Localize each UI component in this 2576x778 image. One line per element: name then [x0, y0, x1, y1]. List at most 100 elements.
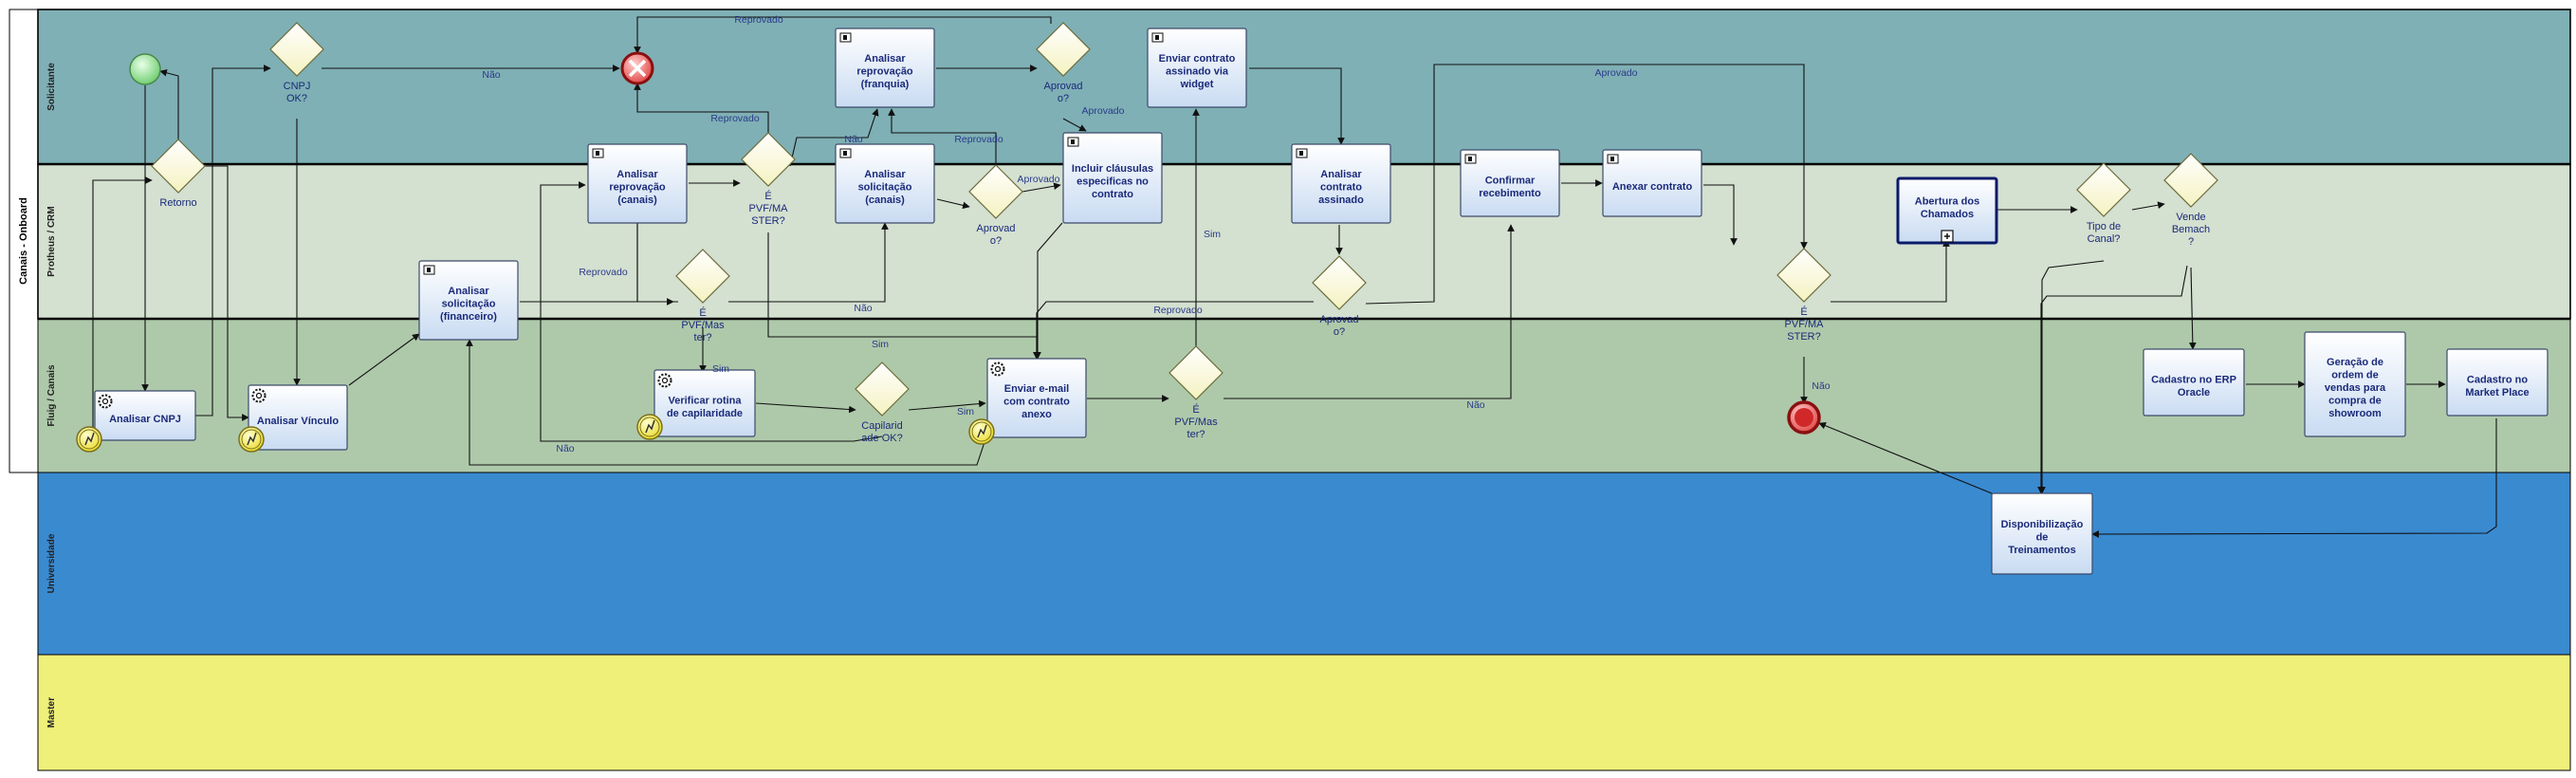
flow-sol-canais-to-aprovado2: [936, 198, 970, 210]
task-label: solicitação: [858, 182, 912, 194]
flow-retorno-to-vinculo: [201, 165, 249, 421]
task-label: showroom: [2328, 408, 2382, 419]
task-label: Analisar: [864, 169, 906, 180]
flow-market-to-disponibilizacao: [2091, 418, 2497, 538]
gateway-label: Retorno: [159, 197, 196, 209]
gear-icon: [657, 373, 672, 388]
task-label: Analisar: [1320, 169, 1362, 180]
gateway-label: ?: [2188, 236, 2194, 248]
gateway-label: PVF/Mas: [681, 320, 725, 331]
end-event[interactable]: [1787, 400, 1821, 435]
task-label: reprovação: [856, 66, 913, 78]
gateway-label: OK?: [286, 93, 307, 104]
task-label: ordem de: [2331, 370, 2379, 381]
gateway-label: o?: [990, 235, 1002, 247]
timer-boundary-icon[interactable]: [636, 414, 663, 440]
task-label: compra de: [2328, 396, 2382, 407]
edge-label: Aprovado: [1018, 174, 1060, 185]
gateway-aprovado3[interactable]: Aprovado?: [1312, 255, 1367, 338]
flow-aprovado2-reprovado-to-franquia: [888, 108, 997, 166]
flow-vinculo-to-fin: [348, 333, 420, 386]
task-label: de capilaridade: [667, 408, 743, 419]
gateway-label: STER?: [751, 215, 784, 227]
gateway-label: ter?: [694, 332, 712, 343]
flow-retorno-to-start: [159, 69, 179, 152]
edge-label: Não: [556, 443, 574, 454]
flow-email-nao-back-to-fin: [466, 339, 987, 466]
edge-label: Sim: [712, 363, 729, 375]
edge-label: Não: [482, 69, 500, 81]
task-label: recebimento: [1479, 188, 1541, 199]
task-label: widget: [1180, 79, 1214, 90]
edge-label: Reprovado: [734, 14, 783, 26]
task-label: Verificar rotina: [668, 395, 742, 406]
gateway-label: Aprovad: [1044, 81, 1083, 92]
task-label: contrato: [1320, 182, 1362, 194]
task-anexar-contrato[interactable]: Anexar contrato: [1602, 149, 1702, 217]
user-task-icon: [592, 148, 604, 158]
timer-boundary-icon[interactable]: [76, 426, 102, 453]
user-task-icon: [1067, 137, 1079, 147]
edge-label: Reprovado: [954, 134, 1003, 145]
task-label: Anexar contrato: [1612, 181, 1693, 193]
flow-pvf4-sim-to-abertura: [1831, 239, 1950, 303]
flow-vende-to-erp: [2188, 267, 2197, 350]
edge-label: Não: [1812, 380, 1830, 392]
gateway-label: Vende: [2176, 212, 2205, 223]
timer-boundary-icon[interactable]: [238, 426, 265, 453]
lane-label-master: Master: [46, 697, 57, 728]
task-label: assinado: [1318, 194, 1364, 206]
edge-label: Reprovado: [1153, 305, 1203, 316]
gateway-retorno[interactable]: Retorno: [151, 139, 206, 209]
edge-label: Aprovado: [1082, 105, 1125, 117]
task-label: especificas no: [1076, 176, 1149, 188]
task-label: contrato: [1092, 189, 1133, 200]
edge-label: Não: [854, 303, 872, 314]
gateway-label: o?: [1058, 93, 1069, 104]
edge-label: Não: [1466, 399, 1484, 411]
flow-disponibilizacao-to-end: [1818, 422, 1993, 494]
task-label: anexo: [1021, 409, 1052, 420]
gateway-aprovado2[interactable]: Aprovado?: [968, 164, 1023, 247]
timer-boundary-icon[interactable]: [968, 418, 995, 445]
user-task-icon: [423, 265, 435, 275]
edge-label: Reprovado: [710, 113, 760, 124]
start-event[interactable]: [129, 53, 161, 85]
boundary-events: [76, 414, 995, 453]
flow-cap-nao-to-fin: [540, 181, 883, 442]
error-end-event[interactable]: [620, 51, 654, 85]
task-analisar-vinculo[interactable]: Analisar Vínculo: [248, 384, 348, 451]
gateway-label: o?: [1334, 326, 1345, 338]
task-label: Cadastro no ERP: [2151, 374, 2236, 385]
gateway-label: É: [1192, 403, 1199, 416]
gear-icon: [990, 361, 1005, 377]
flow-cnpj-analisar-to-cnpjok: [195, 65, 271, 417]
gateway-aprovado1[interactable]: Aprovado?: [1036, 22, 1091, 104]
lane-master: Master: [37, 654, 2571, 771]
task-analisar-cnpj[interactable]: Analisar CNPJ: [94, 390, 196, 441]
task-verificar-rotina[interactable]: Verificar rotina de capilaridade: [653, 369, 756, 437]
edge-label: Não: [844, 134, 862, 145]
